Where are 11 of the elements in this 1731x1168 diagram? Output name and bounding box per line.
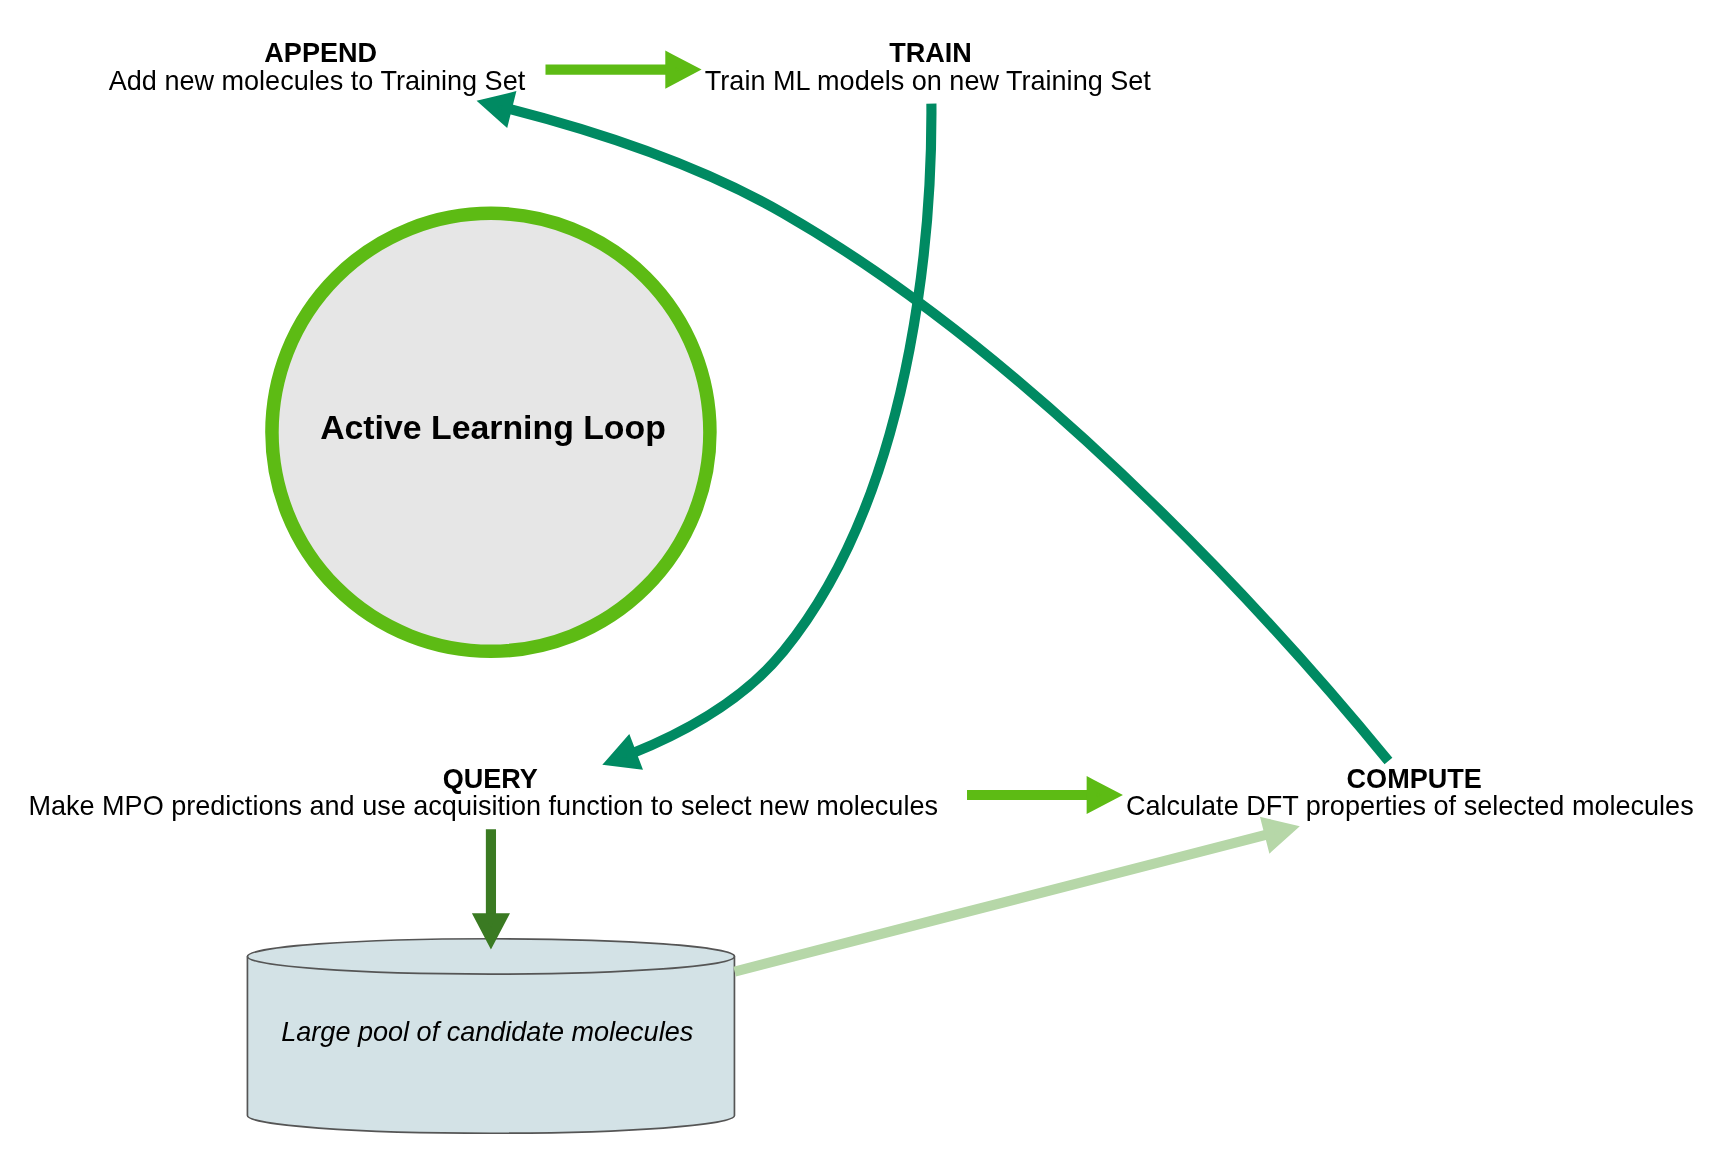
- arrow: [967, 775, 1123, 814]
- arrow: [545, 50, 702, 89]
- node-text: TRAIN Train ML models on new Training Set: [704, 37, 1151, 96]
- arrow: [602, 103, 937, 770]
- node-circle: Active Learning Loop: [265, 206, 717, 658]
- arrow: [471, 828, 510, 950]
- arrow: [476, 90, 1393, 764]
- arrow: [733, 816, 1300, 977]
- node-text: APPEND Add new molecules to Training Set: [108, 37, 526, 96]
- node-text: COMPUTE Calculate DFT properties of selected molecules: [1125, 763, 1694, 821]
- node-text: QUERY Make MPO predictions and use acquisition function to select new molecules: [28, 763, 938, 821]
